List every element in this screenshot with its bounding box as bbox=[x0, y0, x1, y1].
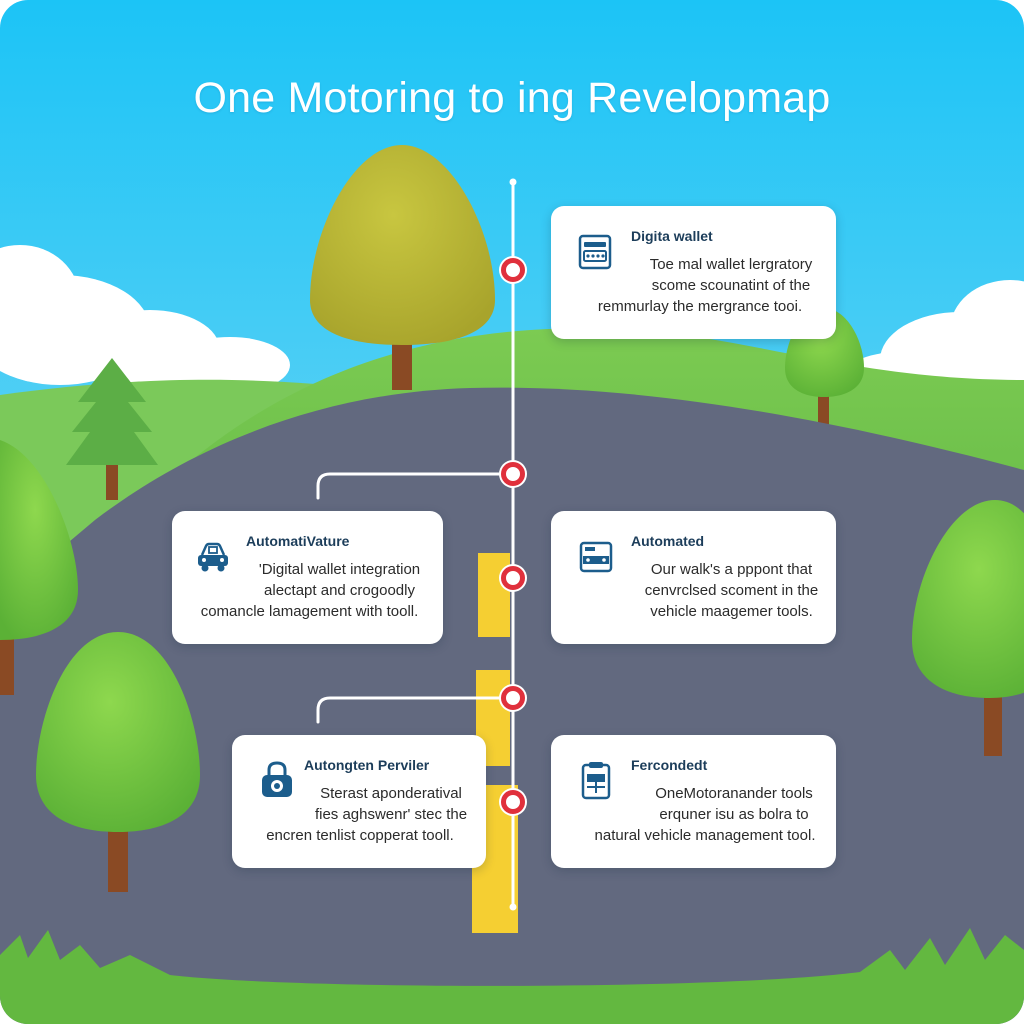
card-automativature[interactable]: AutomatiVature 'Digital wallet integrati… bbox=[172, 511, 443, 644]
milestone-marker-4[interactable] bbox=[501, 686, 525, 710]
card-line: comancle lamagement with tooll. bbox=[200, 603, 419, 620]
card-description: OneMotoranander tools erquner isu as bol… bbox=[575, 783, 835, 846]
card-description: Toe mal wallet lergratory scome scounati… bbox=[575, 254, 825, 317]
card-line: OneMotoranander tools bbox=[655, 785, 813, 802]
roadmap-title: One Motoring to ing Revelopmap bbox=[193, 74, 831, 122]
card-line: vehicle maagemer tools. bbox=[650, 603, 813, 620]
card-title: Autongten Perviler bbox=[304, 757, 430, 773]
card-automated[interactable]: Automated Our walk's a pppont that cenvr… bbox=[551, 511, 836, 644]
card-line: Sterast aponderatival bbox=[320, 785, 462, 802]
tree-yellow-large bbox=[310, 145, 495, 390]
card-line: Our walk's a pppont that bbox=[650, 561, 813, 578]
card-title: Fercondedt bbox=[631, 757, 708, 773]
milestone-marker-3[interactable] bbox=[501, 566, 525, 590]
tree-green-right-large bbox=[912, 500, 1024, 756]
car-icon bbox=[198, 542, 228, 572]
card-description: Sterast aponderatival fies aghswenr' ste… bbox=[240, 783, 480, 846]
card-description: 'Digital wallet integration alectapt and… bbox=[182, 559, 437, 622]
card-line: erquner isu as bolra to bbox=[659, 806, 809, 823]
milestone-marker-5[interactable] bbox=[501, 790, 525, 814]
card-line: 'Digital wallet integration bbox=[258, 561, 421, 578]
card-fercondedt[interactable]: Fercondedt OneMotoranander tools erquner… bbox=[551, 735, 836, 868]
card-title: AutomatiVature bbox=[246, 533, 350, 549]
timeline-start-dot bbox=[509, 178, 517, 186]
tree-pine-left bbox=[66, 358, 158, 500]
card-title: Automated bbox=[631, 533, 705, 549]
card-line: remmurlay the mergrance tooi. bbox=[597, 298, 803, 315]
timeline-end-dot bbox=[509, 903, 517, 911]
card-line: cenvrclsed scoment in the bbox=[644, 582, 819, 599]
card-autongten-perviler[interactable]: Autongten Perviler Sterast aponderatival… bbox=[232, 735, 486, 868]
tree-green-left-front bbox=[36, 632, 200, 892]
vehicle-card-icon bbox=[579, 541, 613, 573]
milestone-marker-1[interactable] bbox=[501, 258, 525, 282]
card-line: alectapt and crogoodly bbox=[264, 582, 415, 599]
card-line: encren tenlist copperat tooll. bbox=[266, 827, 454, 844]
card-line: natural vehicle management tool. bbox=[594, 827, 816, 844]
card-line: Toe mal wallet lergratory bbox=[649, 256, 813, 273]
tree-green-left-large bbox=[0, 440, 78, 695]
card-line: fies aghswenr' stec the bbox=[314, 806, 468, 823]
card-title: Digita wallet bbox=[631, 228, 713, 244]
card-line: scome scounatint of the bbox=[651, 277, 811, 294]
wallet-icon bbox=[578, 234, 612, 270]
card-digital-wallet[interactable]: Digita wallet Toe mal wallet lergratory … bbox=[551, 206, 836, 339]
roadmap-timeline bbox=[316, 180, 515, 909]
milestone-marker-2[interactable] bbox=[501, 462, 525, 486]
foreground-grass bbox=[0, 928, 1024, 1024]
document-clipboard-icon bbox=[581, 762, 611, 800]
card-description: Our walk's a pppont that cenvrclsed scom… bbox=[575, 559, 830, 622]
padlock-camera-icon bbox=[262, 761, 292, 797]
